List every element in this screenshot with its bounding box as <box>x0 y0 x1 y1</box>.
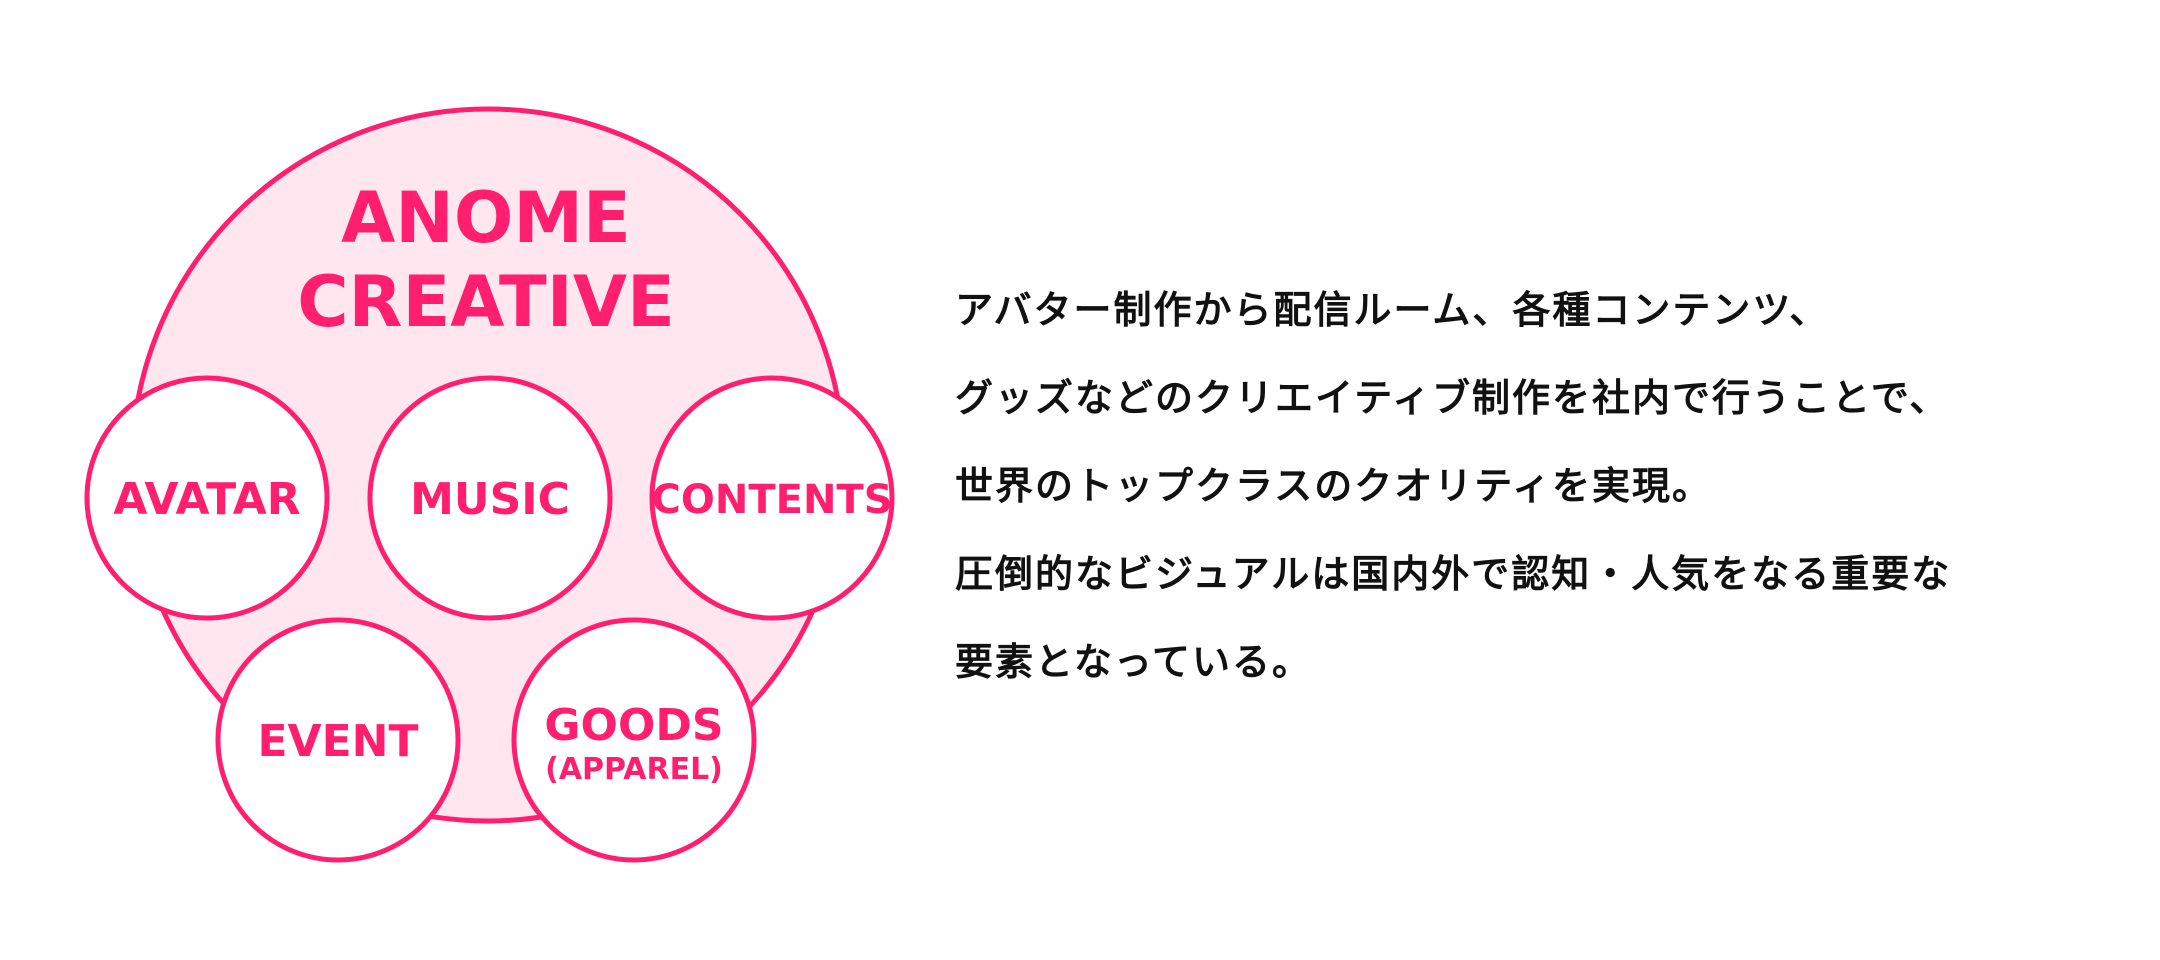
event-circle <box>215 617 461 863</box>
diagram-title-line-1: ANOME <box>341 177 631 259</box>
description-line-1: アバター制作から配信ルーム、各種コンテンツ、 <box>955 288 1830 332</box>
avatar-circle <box>84 375 330 621</box>
goods-circle <box>511 617 757 863</box>
contents-circle <box>649 375 895 621</box>
contents-label: CONTENTS <box>651 477 893 523</box>
music-circle <box>367 375 613 621</box>
description-text: アバター制作から配信ルーム、各種コンテンツ、 グッズなどのクリエイティブ制作を社… <box>955 266 2105 706</box>
goods-sublabel: (APPAREL) <box>545 752 723 787</box>
description-line-2: グッズなどのクリエイティブ制作を社内で行うことで、 <box>955 376 1950 420</box>
description-line-4: 圧倒的なビジュアルは国内外で認知・人気をなる重要な <box>955 552 1952 596</box>
diagram-title-line-2: CREATIVE <box>297 261 675 343</box>
anome-creative-diagram: ANOME CREATIVE AVATAR MUSIC CONTENTS EVE… <box>0 0 920 960</box>
goods-label-group: GOODS (APPAREL) <box>544 701 723 789</box>
description-line-5: 要素となっている。 <box>955 640 1312 684</box>
music-label: MUSIC <box>410 474 570 525</box>
diagram-title: ANOME CREATIVE <box>297 176 675 344</box>
event-label: EVENT <box>257 716 419 767</box>
avatar-label: AVATAR <box>113 474 301 525</box>
diagram-shapes <box>84 106 895 863</box>
goods-label: GOODS <box>544 700 724 751</box>
description-line-3: 世界のトップクラスのクオリティを実現。 <box>955 464 1712 508</box>
